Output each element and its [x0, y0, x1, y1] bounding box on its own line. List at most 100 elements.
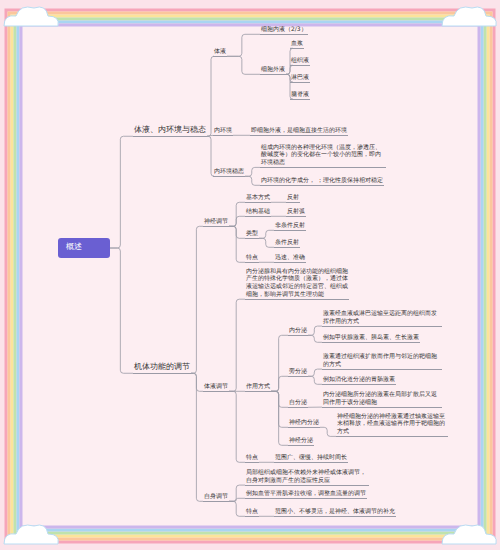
- topic-text: 例如血管平滑肌牵拉收缩，调整血流量的调节: [246, 489, 366, 497]
- topic-node: 体液: [213, 47, 227, 57]
- topic-node: 迅速、准确: [274, 253, 306, 263]
- topic-text: 神经内分泌: [289, 418, 319, 426]
- topic-text: 概述: [66, 242, 82, 252]
- rainbow-stripe: [9, 13, 491, 539]
- branch-connector: [271, 391, 288, 445]
- topic-node: 自分泌: [288, 398, 308, 408]
- topic-text: 内分泌腺和具有内分泌功能的组织细胞产生的特殊化学物质（激素），通过体液运输达远或…: [246, 267, 348, 298]
- topic-node: 自身调节: [203, 492, 229, 502]
- topic-text: 激素经血液或淋巴运输至远距离的组织而发挥作用的方式: [323, 309, 441, 325]
- branch-topic: 机体功能的调节: [133, 362, 191, 374]
- topic-node: 范围广、缓慢、持续时间长: [274, 453, 348, 463]
- branch-connector: [271, 335, 288, 391]
- branch-connector: [271, 216, 286, 217]
- topic-node: 即细胞外液，是细胞直接生活的环境: [250, 126, 348, 136]
- rainbow-stripe: [21, 25, 479, 527]
- branch-connector: [245, 167, 260, 176]
- topic-text: 内分泌: [289, 326, 307, 334]
- topic-node: 神经调节: [203, 217, 229, 227]
- branch-connector: [207, 56, 214, 136]
- topic-text: 细胞内液（2/3）: [261, 25, 307, 33]
- branch-connector: [259, 262, 274, 263]
- branch-connector: [259, 462, 274, 463]
- topic-text: 特点: [246, 453, 258, 461]
- rainbow-stripe: [12, 16, 488, 536]
- cloud: [4, 7, 496, 544]
- topic-node: 类型: [245, 229, 259, 239]
- topic-node: 神经细胞分泌的神经激素通过轴浆运输至末梢释放，经血液运输再作用于靶细胞的方式: [336, 412, 448, 437]
- topic-node: 神经分泌: [288, 436, 314, 446]
- topic-text: 例如甲状腺激素、胰岛素、生长激素: [323, 333, 419, 341]
- topic-text: 自身调节: [204, 492, 228, 500]
- topic-text: 特点: [246, 507, 258, 515]
- topic-text: 反射弧: [287, 207, 305, 215]
- topic-text: 局部组织或细胞不依赖外来神经或体液调节，自身对刺激而产生的适应性反应: [246, 468, 368, 484]
- branch-connector: [229, 498, 245, 501]
- topic-text: 神经分泌: [289, 436, 313, 444]
- branch-connector: [271, 391, 288, 427]
- topic-node: 非条件反射: [274, 221, 306, 231]
- topic-node: 例如甲状腺激素、胰岛素、生长激素: [322, 333, 420, 343]
- rainbow-stripe: [6, 10, 494, 542]
- branch-connector: [320, 427, 336, 436]
- topic-text: 机体功能的调节: [134, 362, 190, 372]
- branch-connector: [229, 485, 245, 501]
- topic-node: 内分泌细胞所分泌的激素在局部扩散后又返回作用于该分泌细胞: [322, 390, 442, 408]
- topic-node: 内分泌: [288, 326, 308, 336]
- topic-text: 体液: [214, 47, 226, 55]
- rainbow-stripe: [15, 19, 485, 533]
- branch-connector: [259, 230, 274, 238]
- topic-text: 范围小、不够灵活，是神经、体液调节的补充: [275, 507, 395, 515]
- branch-connector: [229, 202, 245, 226]
- branch-connector: [233, 135, 250, 136]
- branch-connector: [227, 56, 260, 74]
- topic-text: 迅速、准确: [275, 253, 305, 261]
- branch-connector: [259, 238, 274, 247]
- branch-connector: [191, 373, 203, 501]
- branch-connector: [110, 136, 133, 248]
- branch-connector: [191, 226, 203, 373]
- topic-node: 反射弧: [286, 207, 306, 217]
- topic-node: 结构基础: [245, 207, 271, 217]
- topic-text: 血浆: [291, 39, 303, 47]
- topic-node: 脑脊液: [290, 90, 310, 100]
- branch-connector: [308, 335, 322, 342]
- topic-text: 细胞外液: [261, 65, 285, 73]
- topic-node: 基本方式: [245, 193, 271, 203]
- branch-connector: [259, 516, 274, 517]
- topic-text: 脑脊液: [291, 90, 309, 98]
- topic-node: 范围小、不够灵活，是神经、体液调节的补充: [274, 507, 396, 517]
- topic-text: 神经细胞分泌的神经激素通过轴浆运输至末梢释放，经血液运输再作用于靶细胞的方式: [337, 412, 447, 435]
- topic-node: 激素通过组织液扩散而作用与邻近的靶细胞的方式: [322, 352, 442, 370]
- topic-text: 组织液: [291, 56, 309, 64]
- topic-text: 作用方式: [246, 382, 270, 390]
- branch-connector: [229, 501, 245, 516]
- topic-node: 淋巴液: [290, 73, 310, 83]
- rainbow-stripe: [18, 22, 482, 530]
- topic-node: 特点: [245, 453, 259, 463]
- topic-node: 内环境稳态: [213, 167, 245, 177]
- branch-connector: [229, 226, 245, 238]
- branch-connector: [229, 226, 245, 262]
- branch-connector: [191, 373, 203, 391]
- branch-connector: [245, 176, 260, 185]
- topic-node: 细胞外液: [260, 65, 286, 75]
- topic-text: 旁分泌: [289, 367, 307, 375]
- topic-node: 例如消化道分泌的胃肠激素: [322, 375, 396, 385]
- branch-connector: [227, 34, 260, 56]
- topic-text: 例如消化道分泌的胃肠激素: [323, 375, 395, 383]
- branch-connector: [110, 248, 133, 373]
- topic-text: 内分泌细胞所分泌的激素在局部扩散后又返回作用于该分泌细胞: [323, 390, 441, 406]
- topic-node: 组织液: [290, 56, 310, 66]
- topic-node: 激素经血液或淋巴运输至远距离的组织而发挥作用的方式: [322, 309, 442, 327]
- topic-node: 内环境: [213, 126, 233, 136]
- topic-node: 组成内环境的各种理化环境（温度，渗透压、酸碱度等）的变化都在一个较小的范围，即内…: [260, 143, 386, 168]
- topic-node: 神经内分泌: [288, 418, 320, 428]
- topic-node: 旁分泌: [288, 367, 308, 377]
- topic-node: 特点: [245, 253, 259, 263]
- topic-text: 自分泌: [289, 398, 307, 406]
- topic-text: 淋巴液: [291, 73, 309, 81]
- topic-text: 类型: [246, 229, 258, 237]
